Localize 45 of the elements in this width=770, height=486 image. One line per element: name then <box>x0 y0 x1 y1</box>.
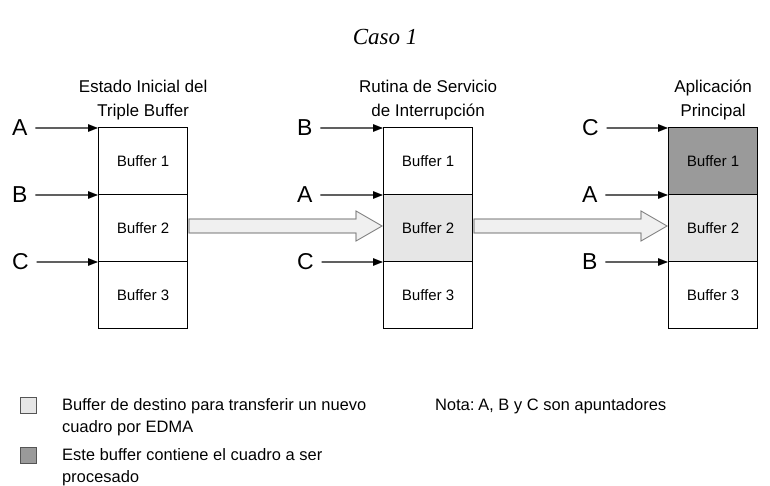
pointer-arrow <box>320 124 383 132</box>
legend-text: Buffer de destino para transferir un nuevo cuadro por EDMA <box>62 395 368 438</box>
block-arrow <box>474 210 668 242</box>
pointer-letter: C <box>297 248 314 274</box>
legend-text: Este buffer contiene el cuadro a ser procesado <box>62 445 324 486</box>
pointer-letter: C <box>582 114 599 140</box>
diagram-title: Caso 1 <box>352 24 418 50</box>
buffer-box <box>383 194 473 262</box>
buffer-label: Buffer 2 <box>116 220 170 236</box>
pointer-letter: A <box>12 114 28 140</box>
pointer-arrow <box>320 191 383 199</box>
stack-heading: Rutina de Servicio de Interrupción <box>358 76 498 122</box>
pointer-arrow <box>322 258 383 266</box>
buffer-label: Buffer 1 <box>116 152 170 170</box>
note-text: Nota: A, B y C son apuntadores <box>435 395 666 416</box>
block-arrow <box>188 210 383 242</box>
pointer-arrow <box>606 124 668 132</box>
buffer-box <box>383 261 473 329</box>
buffer-box <box>668 194 758 262</box>
pointer-letter: B <box>297 114 312 140</box>
buffer-label: Buffer 2 <box>402 220 454 236</box>
buffer-box <box>383 127 473 195</box>
pointer-letter: C <box>12 248 29 274</box>
buffer-label: Buffer 3 <box>116 286 170 304</box>
buffer-label: Buffer 1 <box>402 152 454 170</box>
buffer-box <box>668 261 758 329</box>
buffer-box <box>668 127 758 195</box>
pointer-letter: B <box>582 248 598 274</box>
buffer-box <box>98 261 188 329</box>
pointer-letter: B <box>12 181 28 207</box>
buffer-box <box>98 127 188 195</box>
buffer-label: Buffer 3 <box>402 286 454 304</box>
stack-heading: Aplicación Principal <box>673 76 753 122</box>
pointer-letter: A <box>582 181 598 207</box>
buffer-box <box>98 194 188 262</box>
pointer-arrow <box>35 191 98 199</box>
pointer-arrow <box>36 258 98 266</box>
buffer-label: Buffer 1 <box>686 152 740 170</box>
pointer-letter: A <box>297 181 312 207</box>
buffer-label: Buffer 3 <box>686 286 740 304</box>
pointer-arrow <box>605 258 668 266</box>
pointer-arrow <box>605 191 668 199</box>
buffer-label: Buffer 2 <box>686 220 740 236</box>
pointer-arrow <box>35 124 98 132</box>
stack-heading: Estado Inicial del Triple Buffer <box>78 76 208 122</box>
